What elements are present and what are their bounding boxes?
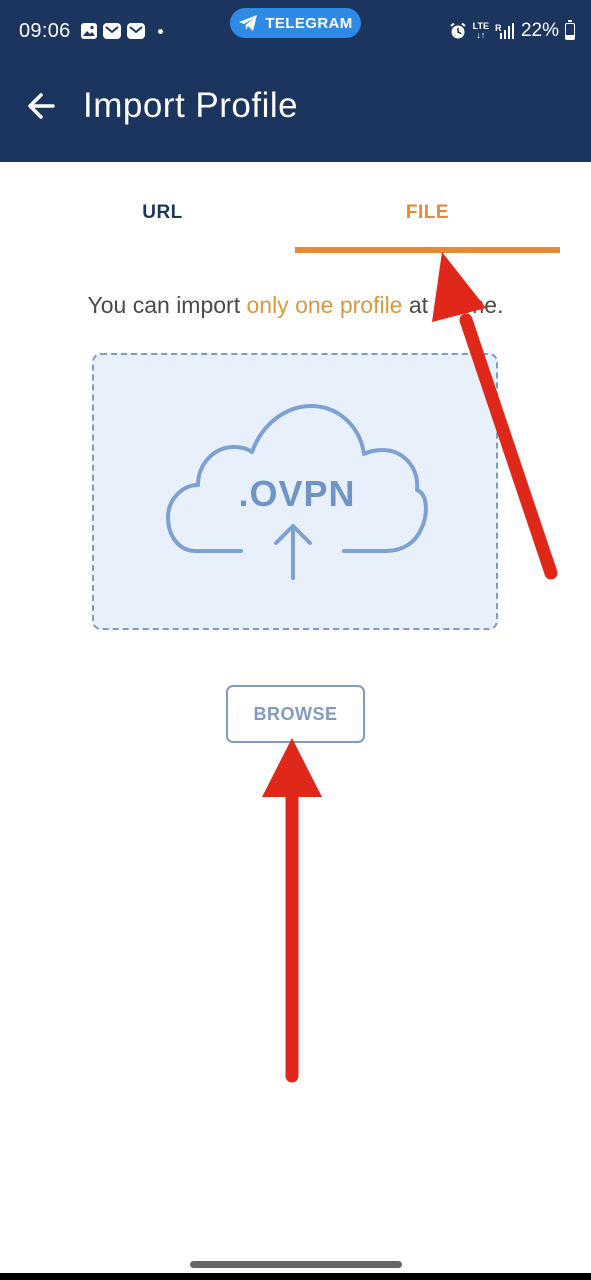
info-text-highlight: only one profile <box>246 292 403 318</box>
telegram-icon <box>239 15 258 31</box>
signal-icon: R <box>495 23 514 39</box>
mail-icon <box>127 23 145 39</box>
network-lte-label: LTE <box>472 21 489 31</box>
telegram-notification-pill[interactable]: TELEGRAM <box>230 8 361 38</box>
app-bar: Import Profile <box>0 47 591 162</box>
tab-file[interactable]: FILE <box>405 202 450 223</box>
battery-percent: 22% <box>520 20 559 41</box>
status-bar: 09:06 TELEGRAM <box>0 0 591 47</box>
network-type: LTE ↓↑ <box>473 22 489 40</box>
back-button[interactable] <box>20 84 64 128</box>
system-status-icons: LTE ↓↑ R 22% <box>449 19 575 42</box>
gallery-icon <box>81 23 97 39</box>
mail-icon <box>103 23 121 39</box>
tab-url[interactable]: URL <box>142 202 183 223</box>
browse-button[interactable]: BROWSE <box>226 685 365 743</box>
cloud-upload-icon <box>166 404 428 580</box>
ovpn-file-type-label: .OVPN <box>238 473 356 514</box>
home-indicator[interactable] <box>190 1261 402 1268</box>
telegram-label: TELEGRAM <box>265 14 353 32</box>
file-drop-zone[interactable]: .OVPN <box>92 353 498 630</box>
roaming-label: R <box>495 23 502 33</box>
import-info-text: You can import only one profile at a tim… <box>0 290 591 320</box>
page-title: Import Profile <box>83 86 299 125</box>
battery-icon <box>565 19 575 40</box>
tab-selected-indicator <box>295 247 560 253</box>
more-notifications-dot <box>158 28 163 34</box>
arrow-left-icon <box>28 93 55 119</box>
annotation-arrow-browse <box>262 738 322 1083</box>
info-text-after: at a time. <box>402 292 504 318</box>
alarm-icon <box>449 22 466 39</box>
info-text-before: You can import <box>87 292 247 318</box>
network-activity-label: ↓↑ <box>476 30 486 40</box>
notification-icons <box>80 22 163 40</box>
battery-fill <box>566 35 574 39</box>
status-time: 09:06 <box>19 20 71 42</box>
